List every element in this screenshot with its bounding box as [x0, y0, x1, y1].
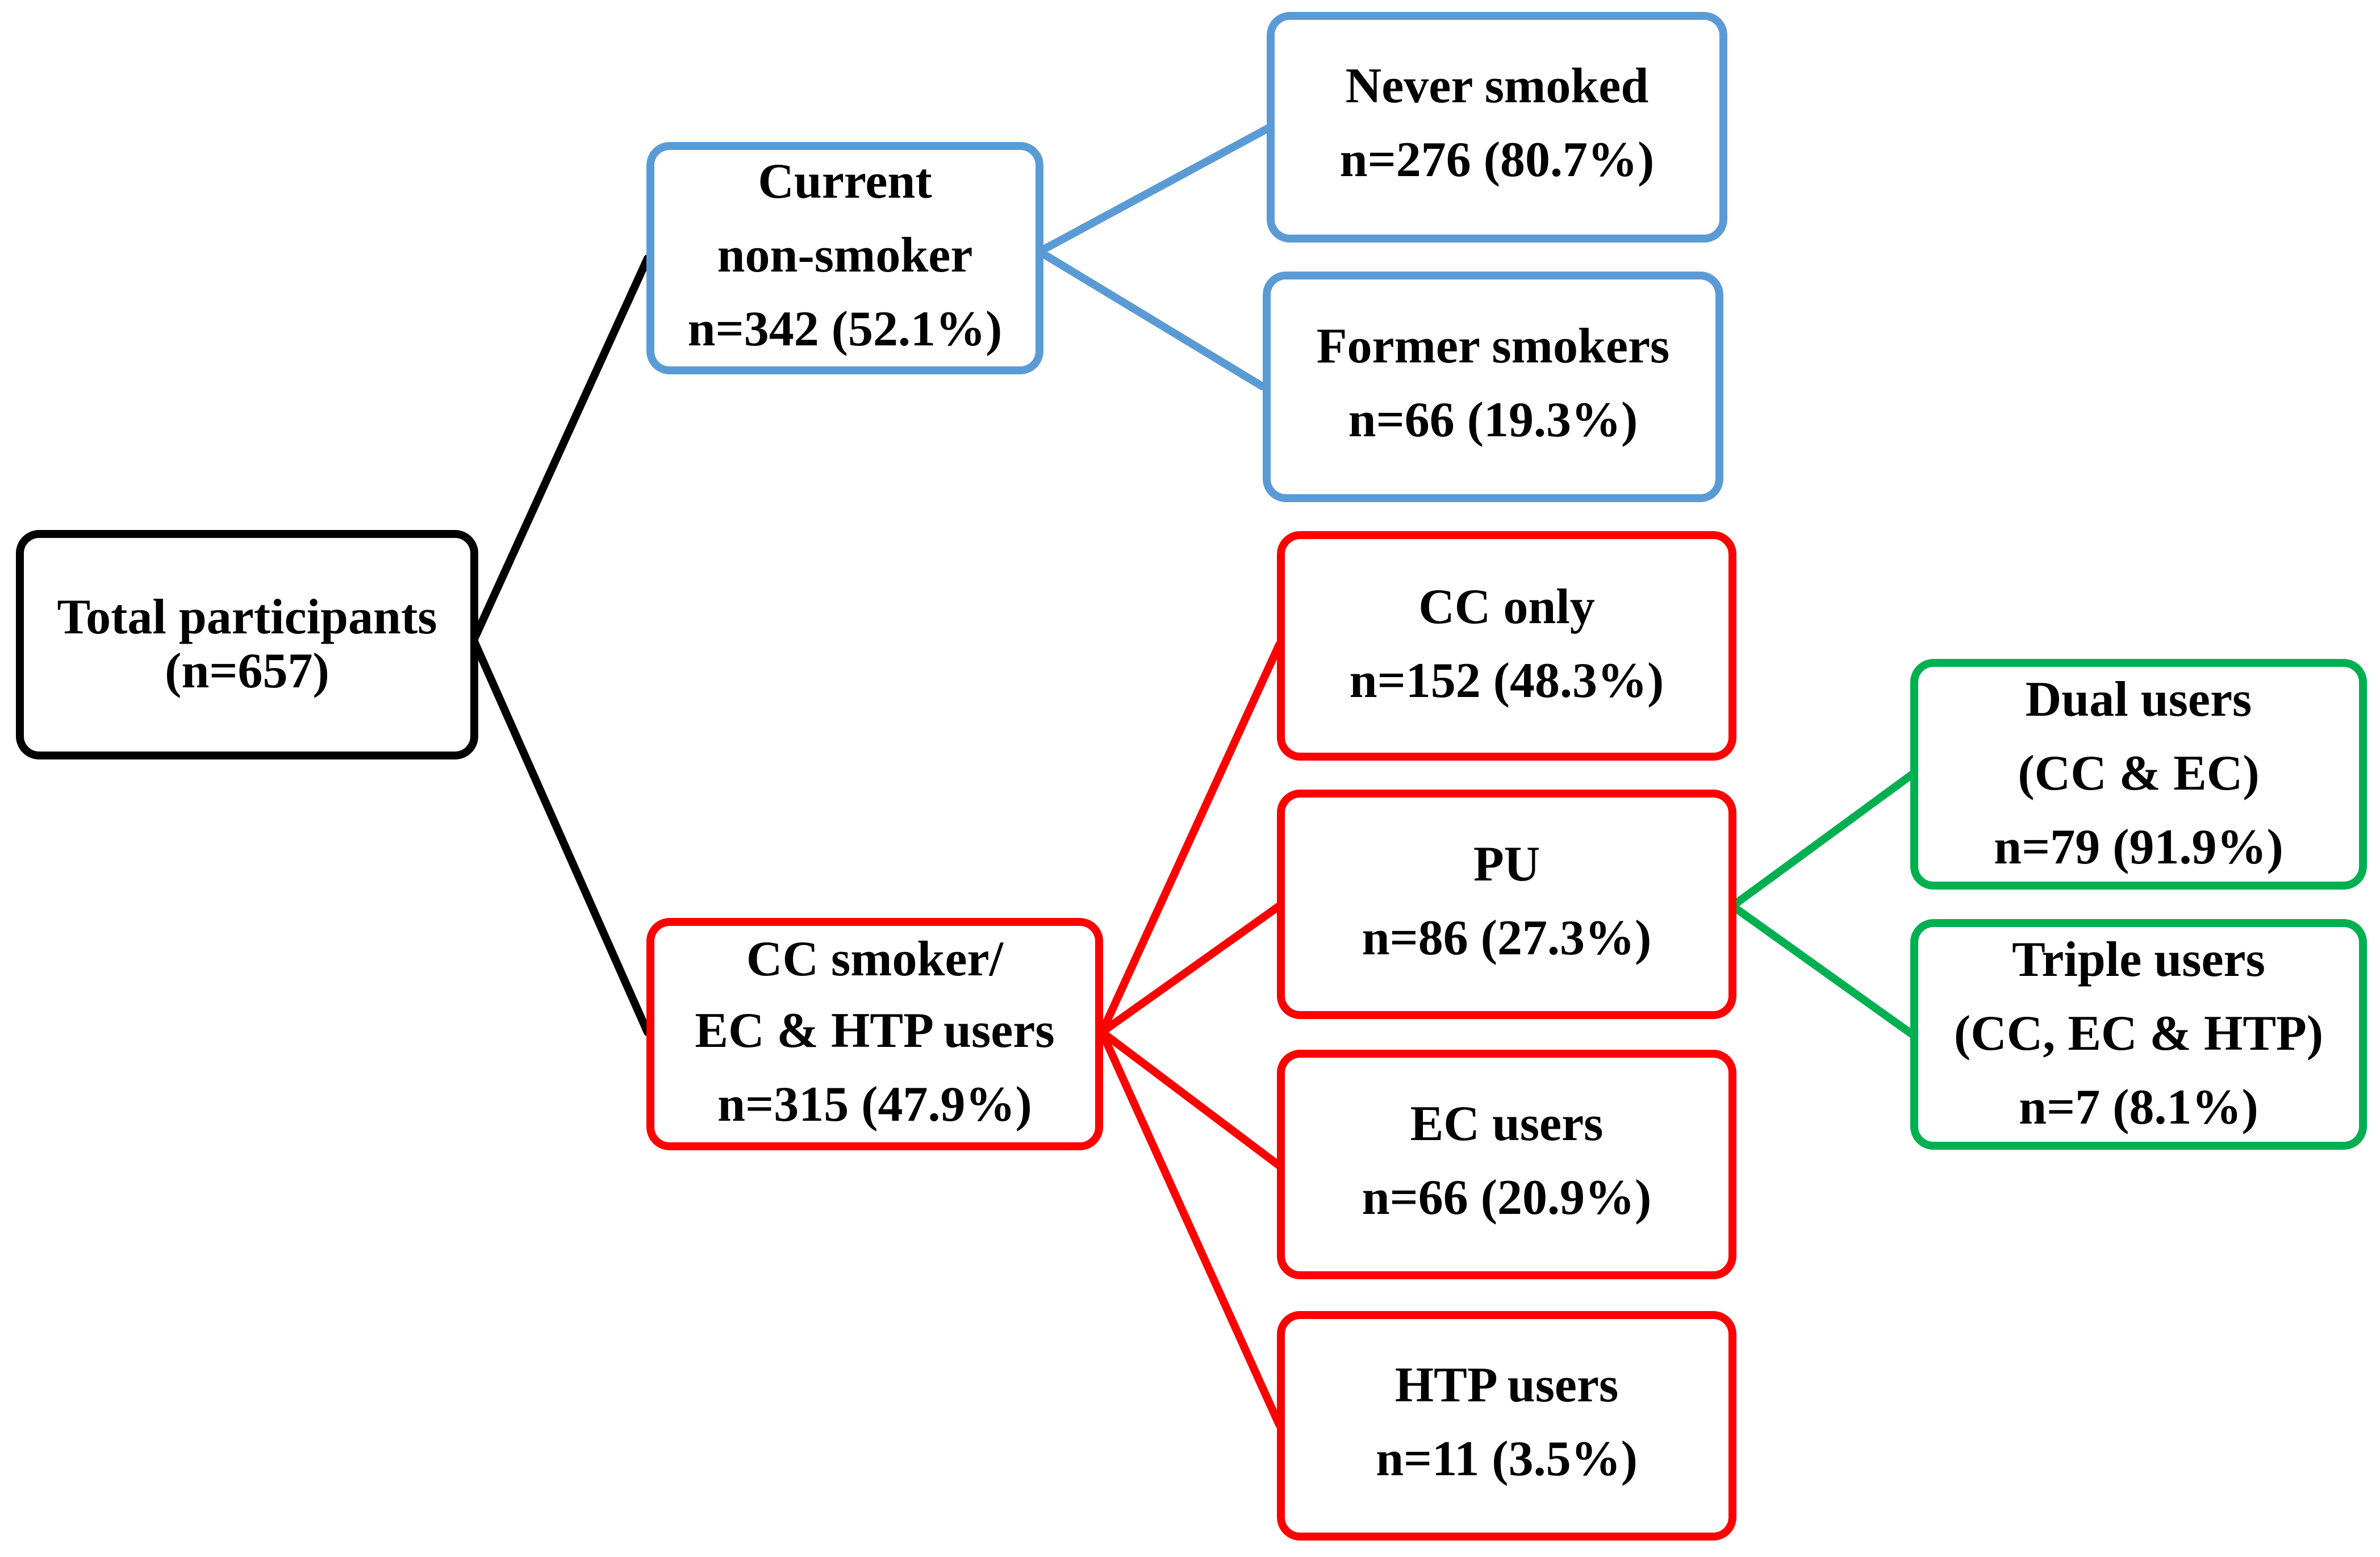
connector-pu-to-triple-users: [1728, 902, 1917, 1039]
cc-smoker-ec-htp-users-box: CC smoker/EC & HTP users n=315 (47.9%): [646, 918, 1103, 1150]
pu-box: PU n=86 (27.3%): [1277, 790, 1736, 1019]
non-smoker-border: [646, 142, 1043, 374]
connector-smoker-to-pu: [1098, 902, 1283, 1036]
triple-users-box: Triple users (CC, EC & HTP) n=7 (8.1%): [1910, 919, 2367, 1150]
connector-total-to-smoker: [470, 636, 652, 1036]
dual-users-line-2: (CC & EC): [2018, 746, 2259, 801]
connector-smoker-to-htp-users: [1098, 1028, 1283, 1429]
never-smoked-line-1: Never smoked: [1346, 59, 1649, 114]
triple-users-line-3: n=7 (8.1%): [2019, 1080, 2258, 1135]
never-smoked-line-2: n=276 (80.7%): [1340, 132, 1655, 187]
ec-users-line-2: n=66 (20.9%): [1362, 1170, 1652, 1225]
total-line-1: Total participants: [57, 590, 437, 645]
connector-pu-to-dual-users: [1728, 770, 1917, 910]
never-smoked-border: [1267, 12, 1727, 243]
smoker-line-1: CC smoker/: [746, 932, 1004, 987]
cc-only-box: CC only n=152 (48.3%): [1277, 531, 1736, 761]
former-smokers-border: [1263, 272, 1723, 502]
former-smokers-line-2: n=66 (19.3%): [1348, 393, 1638, 448]
pu-line-2: n=86 (27.3%): [1362, 911, 1652, 966]
htp-users-line-1: HTP users: [1395, 1358, 1619, 1413]
pu-border: [1277, 790, 1736, 1019]
former-smokers-box: Former smokers n=66 (19.3%): [1263, 272, 1723, 502]
pu-line-1: PU: [1473, 837, 1540, 892]
current-non-smoker-box: Current non-smoker n=342 (52.1%): [646, 142, 1043, 374]
htp-users-border: [1277, 1311, 1736, 1541]
htp-users-line-2: n=11 (3.5%): [1376, 1431, 1638, 1487]
ec-users-box: EC users n=66 (20.9%): [1277, 1050, 1736, 1279]
connector-non-smoker-to-former-smokers: [1035, 248, 1266, 390]
ec-users-line-1: EC users: [1410, 1096, 1604, 1151]
smoker-line-2: EC & HTP users: [695, 1003, 1054, 1058]
dual-users-box: Dual users (CC & EC) n=79 (91.9%): [1910, 659, 2367, 890]
cc-only-line-2: n=152 (48.3%): [1350, 653, 1664, 708]
total-line-2: (n=657): [165, 644, 329, 699]
smoker-line-3: n=315 (47.9%): [717, 1077, 1032, 1132]
connector-smoker-to-ec-users: [1098, 1028, 1283, 1170]
triple-users-border: [1910, 919, 2367, 1150]
connector-smoker-to-cc-only: [1098, 641, 1283, 1036]
smoker-border: [646, 918, 1103, 1150]
non-smoker-line-3: n=342 (52.1%): [688, 302, 1003, 357]
cc-only-line-1: CC only: [1418, 579, 1595, 635]
connector-non-smoker-to-never-smoked: [1035, 124, 1273, 256]
dual-users-line-1: Dual users: [2026, 672, 2252, 727]
total-participants-box: Total participants(n=657): [16, 530, 478, 759]
total-border: [16, 530, 478, 759]
never-smoked-box: Never smoked n=276 (80.7%): [1267, 12, 1727, 243]
former-smokers-line-1: Former smokers: [1317, 319, 1670, 374]
non-smoker-line-1: Current: [758, 154, 932, 209]
triple-users-line-1: Triple users: [2012, 932, 2265, 987]
dual-users-border: [1910, 659, 2367, 890]
dual-users-line-3: n=79 (91.9%): [1994, 820, 2283, 875]
ec-users-border: [1277, 1050, 1736, 1279]
non-smoker-line-2: non-smoker: [717, 228, 973, 283]
cc-only-border: [1277, 531, 1736, 761]
connector-total-to-non-smoker: [470, 254, 652, 644]
htp-users-box: HTP users n=11 (3.5%): [1277, 1311, 1736, 1541]
connectors: [470, 124, 1917, 1429]
triple-users-line-2: (CC, EC & HTP): [1954, 1006, 2323, 1061]
